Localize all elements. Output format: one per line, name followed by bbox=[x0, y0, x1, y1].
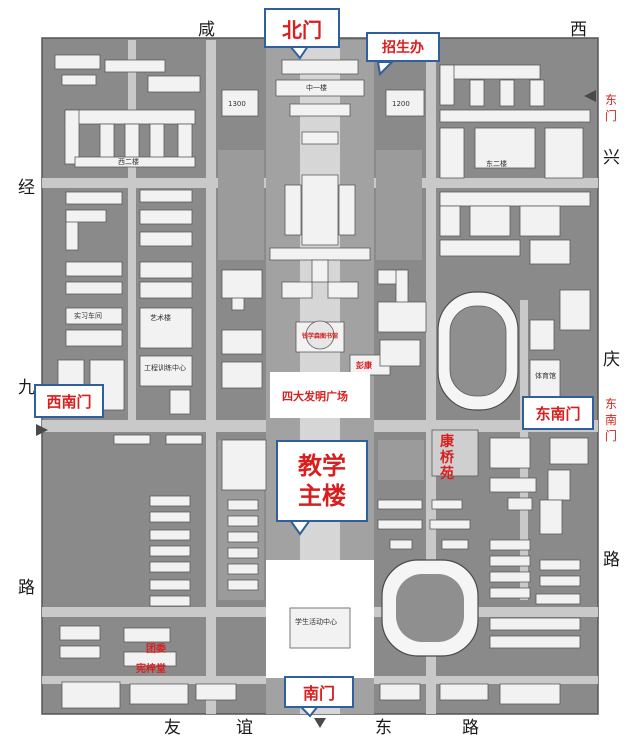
donger-label: 东二楼 bbox=[486, 160, 507, 168]
north-gate-callout: 北门 bbox=[264, 8, 340, 48]
main-building-line-2: 主楼 bbox=[298, 482, 346, 510]
west-gate-arrow bbox=[36, 424, 48, 436]
road-west-char-1: 经 bbox=[18, 178, 35, 198]
square-area bbox=[270, 372, 370, 418]
south-west-dorms bbox=[113, 434, 267, 607]
library-label: 钱学森图书馆 bbox=[302, 333, 339, 340]
east-north-buildings bbox=[377, 64, 591, 367]
road-south-char-1: 友 bbox=[164, 718, 181, 738]
east-gate-arrow bbox=[584, 90, 596, 102]
south-west-corner bbox=[59, 625, 561, 709]
shixi-label: 实习车间 bbox=[74, 312, 102, 320]
road-south-char-4: 路 bbox=[462, 718, 479, 738]
gongxun-label: 工程训练中心 bbox=[144, 364, 186, 372]
kangqiao-label: 康桥苑 bbox=[440, 434, 454, 482]
road-east-char-1: 兴 bbox=[603, 148, 620, 168]
south-gate-callout: 南门 bbox=[284, 676, 354, 708]
main-building-callout: 教学 主楼 bbox=[276, 440, 368, 522]
main-building-line-1: 教学 bbox=[298, 452, 346, 480]
sports-field bbox=[437, 291, 519, 411]
road-east-char-3: 路 bbox=[603, 550, 620, 570]
south-gate-arrow bbox=[314, 718, 326, 728]
east-south-gate-callout: 东南门 bbox=[522, 396, 594, 430]
road-west-char-2: 九 bbox=[18, 378, 35, 398]
east-gate-vertical-label: 东门 bbox=[604, 93, 617, 123]
yishu-label: 艺术楼 bbox=[150, 314, 171, 322]
building-1300-label: 1300 bbox=[228, 100, 246, 108]
building-1200-label: 1200 bbox=[392, 100, 410, 108]
northwest-buildings bbox=[54, 54, 201, 168]
admissions-callout: 招生办 bbox=[366, 32, 440, 62]
south-east-buildings bbox=[377, 429, 581, 649]
xuesheng-label: 学生活动中心 bbox=[295, 618, 337, 626]
pengkang-label: 彭康 bbox=[356, 361, 372, 370]
admissions-pointer bbox=[376, 61, 395, 77]
west-south-gate-callout: 西南门 bbox=[34, 384, 104, 418]
east-mid-buildings bbox=[489, 289, 591, 535]
road-north-char-2: 西 bbox=[570, 20, 587, 40]
north-central-buildings bbox=[221, 59, 425, 145]
road-west-char-3: 路 bbox=[18, 578, 35, 598]
tiyuguan-label: 体育馆 bbox=[535, 372, 556, 380]
west-buildings bbox=[57, 189, 263, 415]
east-south-gate-vertical-label: 东南门 bbox=[604, 397, 617, 443]
road-north-char-1: 咸 bbox=[198, 20, 215, 40]
xianzitang-label: 宪梓堂 bbox=[136, 664, 166, 675]
south-stadium-field bbox=[396, 574, 464, 642]
square-label: 四大发明广场 bbox=[282, 390, 348, 403]
tuanwei-label: 团委 bbox=[146, 644, 166, 655]
road-east-char-2: 庆 bbox=[603, 350, 620, 370]
road-south-char-3: 东 bbox=[375, 718, 392, 738]
zhongyi-label: 中一楼 bbox=[306, 84, 327, 92]
library-dome bbox=[305, 320, 335, 350]
xier-label: 西二楼 bbox=[118, 158, 139, 166]
road-south-char-2: 谊 bbox=[236, 718, 253, 738]
student-center-outline bbox=[289, 607, 351, 649]
